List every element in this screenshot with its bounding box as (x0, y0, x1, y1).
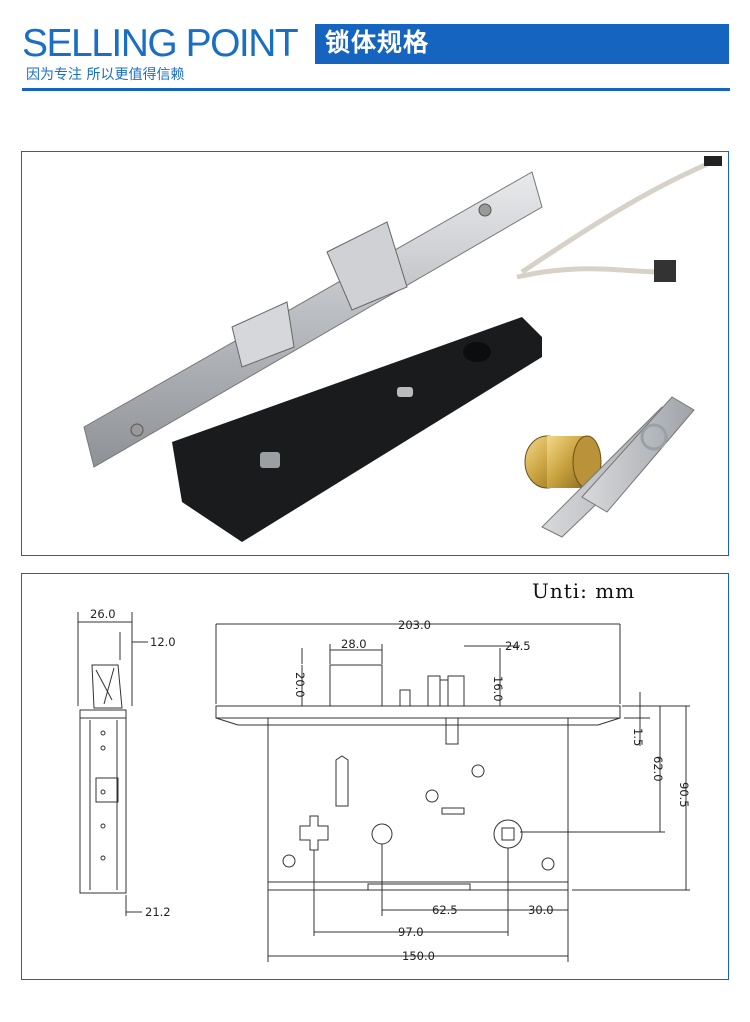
screw-icon (478, 203, 492, 217)
connector-icon (704, 156, 722, 166)
header-subtitle: 因为专注 所以更值得信赖 (26, 67, 185, 83)
header-title-cn: 锁体规格 (325, 28, 430, 57)
cylinder-hole (463, 342, 491, 362)
lock-photo-illustration (83, 156, 722, 542)
product-photo-panel (21, 151, 729, 556)
header-title-en: SELLING POINT (22, 22, 299, 65)
screw-icon (130, 423, 144, 437)
unit-label: Unti: mm (532, 579, 636, 603)
header-divider (22, 88, 730, 91)
key-ring (640, 423, 668, 451)
key-icon (581, 396, 695, 513)
technical-drawing-panel (21, 573, 729, 980)
case-slot (397, 387, 413, 397)
lock-case (172, 317, 542, 542)
spindle-hole (260, 452, 280, 468)
header-bar (315, 24, 729, 64)
deadbolt (326, 221, 408, 311)
latch (231, 301, 295, 368)
connector-icon (654, 260, 676, 282)
